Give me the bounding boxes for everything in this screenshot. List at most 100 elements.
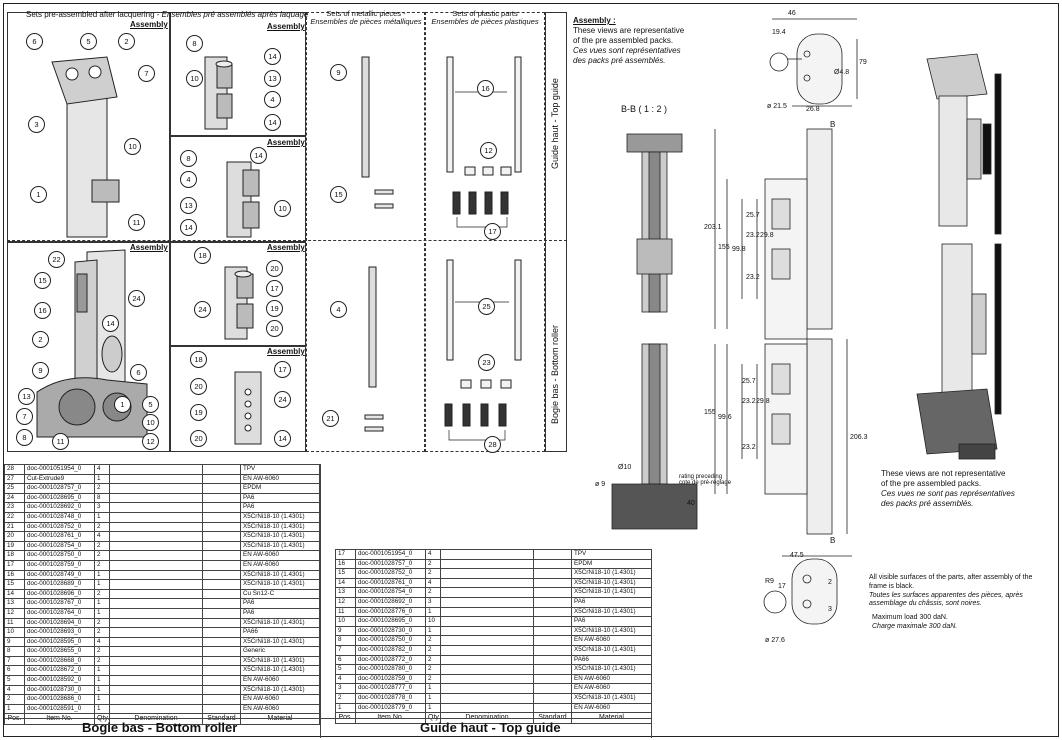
bubble-mid2-8: 8 [180, 150, 197, 167]
bom-cell: X5CrNi18-10 (1.4301) [240, 540, 320, 552]
bom-cell: 2 [94, 550, 110, 561]
bubble-top-6: 6 [26, 33, 43, 50]
bom-cell: doc-0001028776_0 [355, 606, 426, 618]
bom-cell [533, 549, 572, 560]
bom-cell [202, 646, 241, 657]
bubble-bot-15: 15 [34, 272, 51, 289]
bom-cell [440, 683, 534, 694]
bom-cell: 15 [4, 579, 25, 590]
bom-cell: PA6 [240, 598, 320, 609]
assembly-label-4: Assembly [130, 243, 168, 252]
render-top-guide [926, 53, 1002, 235]
bom-cell [533, 702, 572, 714]
bom-cell: 3 [425, 596, 441, 608]
bom-cell: 13 [4, 598, 25, 609]
screws-15 [374, 189, 394, 209]
bom-cell: 2 [425, 654, 441, 666]
bubble-plastic-25: 25 [478, 298, 495, 315]
bom-cell: 1 [4, 703, 25, 715]
bom-cell: doc-0001051954_0 [24, 464, 95, 475]
bubble-bot-24: 24 [128, 290, 145, 307]
dim-232d: 23.2 [742, 444, 756, 451]
dim-d9: ø 9 [595, 481, 606, 488]
bom-cell [109, 464, 203, 475]
bubble-mid2-13: 13 [180, 197, 197, 214]
bom-cell: 27 [4, 473, 25, 485]
dim-section: B-B ( 1 : 2 ) [621, 104, 668, 114]
bom-cell [109, 483, 203, 494]
bom-cell [109, 540, 203, 552]
bom-cell [109, 646, 203, 657]
bubble-top-10: 10 [124, 138, 141, 155]
bubble-bot-6: 6 [130, 364, 147, 381]
bom-cell: 2 [4, 694, 25, 705]
bom-cell: 2 [94, 483, 110, 494]
bom-cell: 14 [335, 577, 356, 589]
panel-preassembled-mid4 [170, 346, 306, 452]
bubble-mid1-13: 13 [264, 70, 281, 87]
bubble-bot-12: 12 [142, 433, 159, 450]
bom-cell [202, 598, 241, 609]
bom-cell [533, 587, 572, 598]
bom-cell: EN AW-6060 [240, 675, 320, 686]
bom-cell: X5CrNi18-10 (1.4301) [240, 511, 320, 523]
bom-cell: 28 [4, 464, 25, 475]
bubble-mid4-14: 14 [274, 430, 291, 447]
assembly-label-3: Assembly [267, 138, 305, 147]
bom-cell: doc-0001028694_0 [24, 617, 95, 629]
dim-bot-2: 2 [828, 579, 832, 586]
bom-cell: doc-0001028767_0 [24, 598, 95, 609]
bubble-bot-10: 10 [142, 414, 159, 431]
assembly-label-5: Assembly [267, 243, 305, 252]
bom-cell [533, 568, 572, 579]
bubble-top-3: 3 [28, 116, 45, 133]
bom-cell [202, 569, 241, 581]
bom-cell: 2 [425, 664, 441, 675]
bubble-mid1-10: 10 [186, 70, 203, 87]
drawings-left [36, 56, 522, 445]
bom-cell: 7 [4, 655, 25, 667]
bom-cell: 1 [94, 579, 110, 590]
dim-top-19: 19.4 [772, 29, 786, 36]
bubble-plastic-12: 12 [480, 142, 497, 159]
bom-cell: 8 [4, 646, 25, 657]
bom-cell: doc-0001028749_0 [24, 569, 95, 581]
bom-cell: doc-0001028777_0 [355, 683, 426, 694]
assembly-label-6: Assembly [267, 347, 305, 356]
bom-cell [202, 579, 241, 590]
bom-cell [533, 654, 572, 666]
panel-preassembled-mid3 [170, 242, 306, 346]
panel-preassembled-mid1 [170, 12, 306, 136]
bubble-mid1-8: 8 [186, 35, 203, 52]
bom-cell: doc-0001028750_0 [24, 550, 95, 561]
bom-cell [109, 694, 203, 705]
bom-cell: EN AW-6060 [240, 473, 320, 485]
bom-cell: 9 [335, 625, 356, 637]
bom-cell [533, 664, 572, 675]
elevation-bottom-roller [714, 338, 848, 535]
bom-cell: 1 [94, 694, 110, 705]
bom-cell: TPV [571, 549, 652, 560]
dim-203: 203.1 [704, 224, 722, 231]
bom-cell [109, 579, 203, 590]
bom-cell [440, 654, 534, 666]
bubble-metal-21: 21 [322, 410, 339, 427]
bom-cell: doc-0001028591_0 [24, 703, 95, 715]
bubble-mid4-20a: 20 [190, 378, 207, 395]
bom-cell [109, 473, 203, 485]
bubble-mid2-14b: 14 [180, 219, 197, 236]
bom-cell [109, 607, 203, 619]
bom-cell [109, 675, 203, 686]
